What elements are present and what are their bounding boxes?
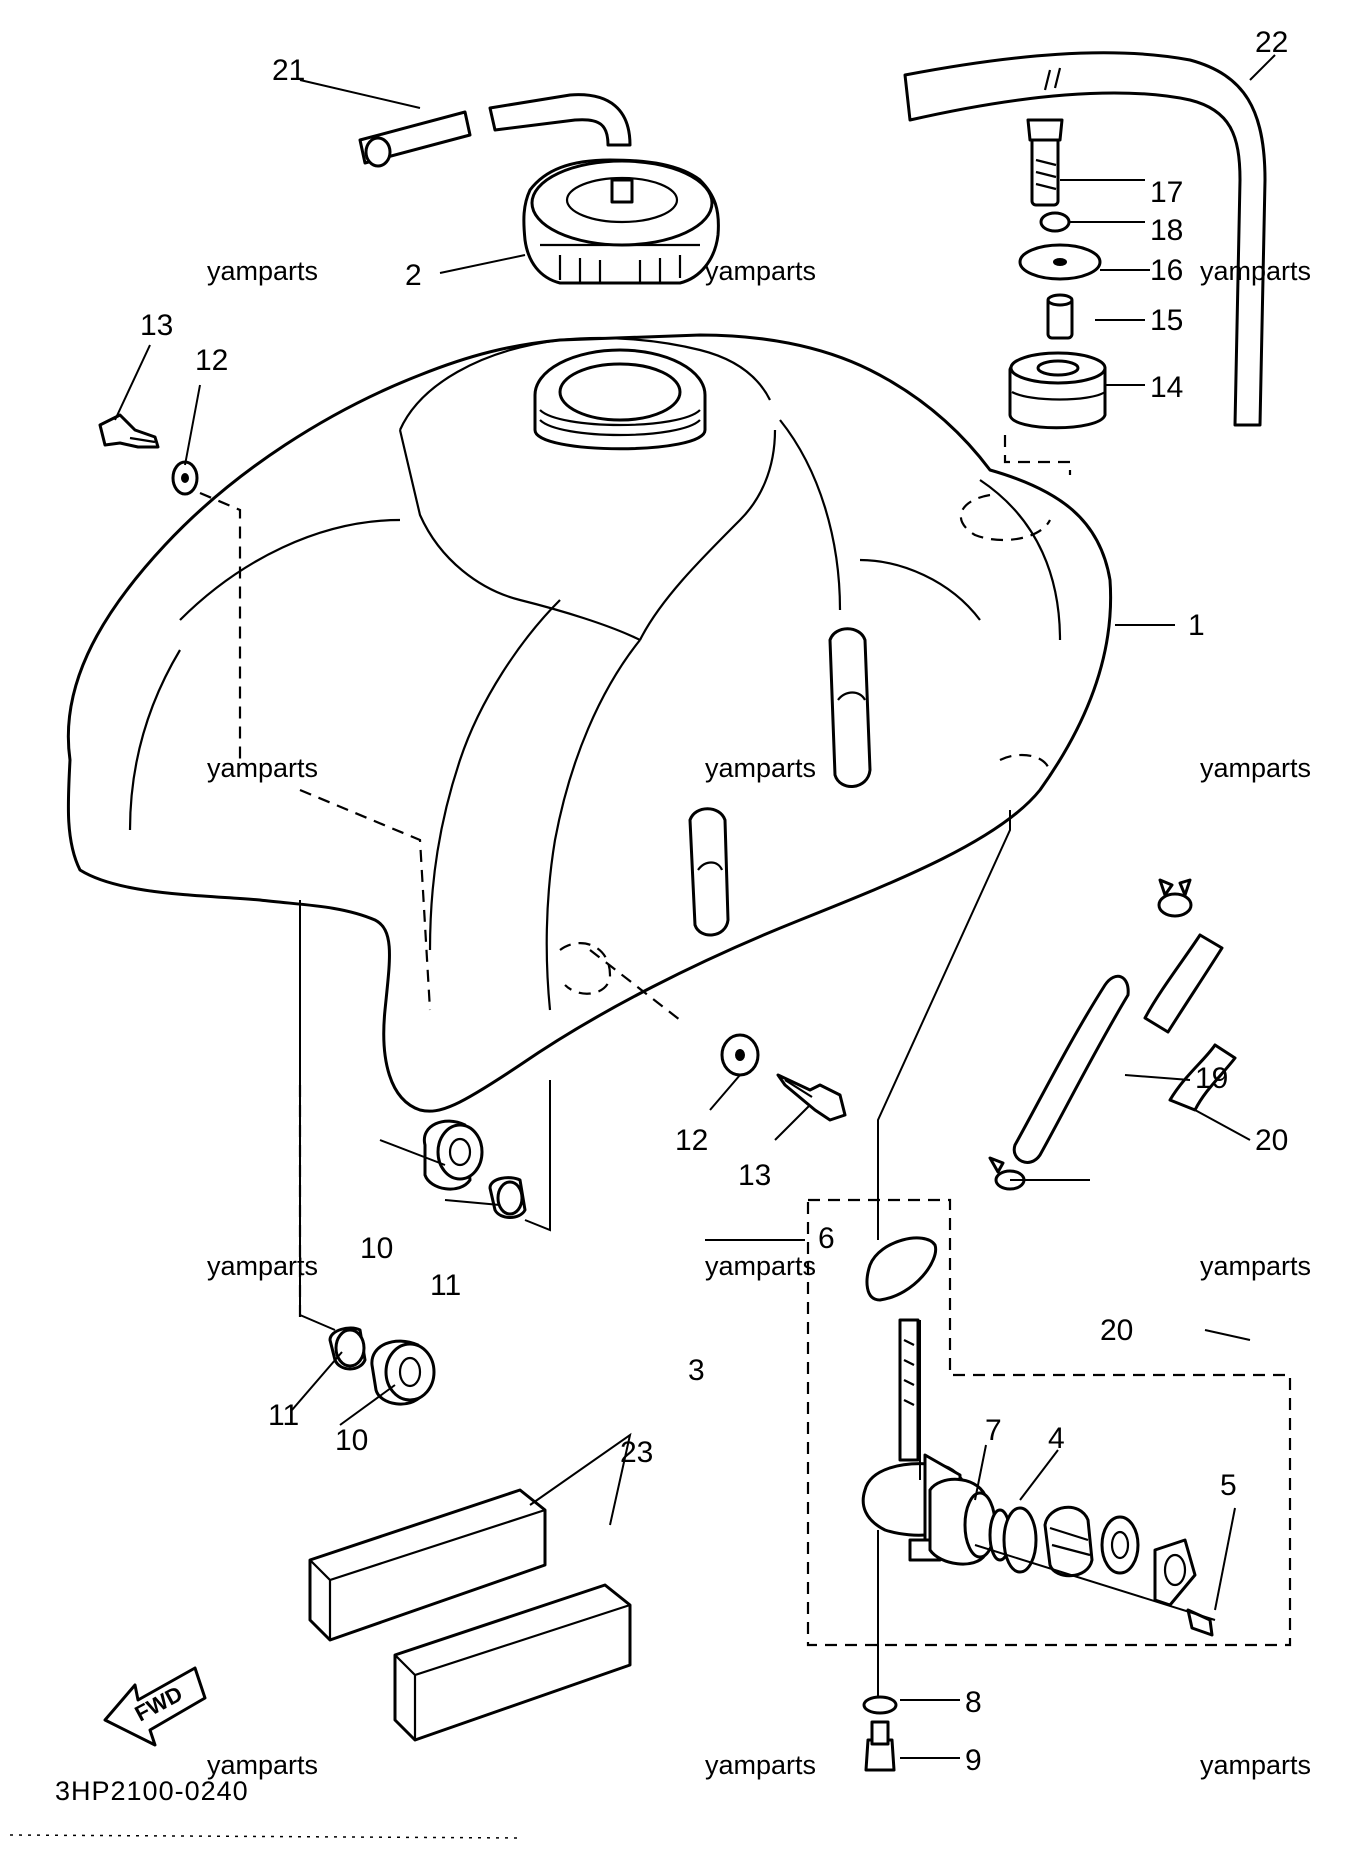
- callout-13a: 13: [140, 309, 173, 342]
- callout-labels: 1 2 3 4 5 6 7 8 9 10 10 11 11 12 12 13 1…: [140, 26, 1288, 1777]
- watermark: yamparts: [207, 753, 318, 783]
- callout-4: 4: [1048, 1422, 1065, 1455]
- callout-1: 1: [1188, 609, 1205, 642]
- screw-set-lower: [589, 949, 847, 1122]
- callout-17: 17: [1150, 176, 1183, 209]
- watermark: yamparts: [207, 1750, 318, 1780]
- watermark: yamparts: [705, 753, 816, 783]
- watermark: yamparts: [207, 1251, 318, 1281]
- tank-band: [903, 51, 1267, 427]
- callout-20a: 20: [1255, 1124, 1288, 1157]
- watermark: yamparts: [207, 256, 318, 286]
- callout-10b: 10: [335, 1424, 368, 1457]
- watermark: yamparts: [1200, 1750, 1311, 1780]
- callout-5: 5: [1220, 1469, 1237, 1502]
- callout-12b: 12: [675, 1124, 708, 1157]
- callout-16: 16: [1150, 254, 1183, 287]
- watermarks: yamparts yamparts yamparts yamparts yamp…: [207, 256, 1311, 1780]
- callout-9: 9: [965, 1744, 982, 1777]
- callout-3: 3: [688, 1354, 705, 1387]
- callout-15: 15: [1150, 304, 1183, 337]
- callout-14: 14: [1150, 371, 1183, 404]
- mount-hardware: [1003, 118, 1107, 475]
- watermark: yamparts: [705, 256, 816, 286]
- damper-set-lower: [298, 900, 436, 1406]
- callout-7: 7: [985, 1414, 1002, 1447]
- callout-19: 19: [1195, 1062, 1228, 1095]
- drawing-code: 3HP2100-0240: [55, 1776, 249, 1806]
- watermark: yamparts: [705, 1251, 816, 1281]
- callout-23: 23: [620, 1436, 653, 1469]
- watermark: yamparts: [1200, 1251, 1311, 1281]
- callout-22: 22: [1255, 26, 1288, 59]
- callout-13b: 13: [738, 1159, 771, 1192]
- watermark: yamparts: [1200, 256, 1311, 286]
- breather-hose: [358, 93, 632, 168]
- damper-set-upper: [422, 1080, 551, 1232]
- callout-21: 21: [272, 54, 305, 87]
- callout-8: 8: [965, 1686, 982, 1719]
- leader-lines: [114, 54, 1276, 1759]
- filler-cap: [522, 158, 720, 285]
- scan-artifact-line: [9, 1834, 521, 1839]
- callout-10a: 10: [360, 1232, 393, 1265]
- callout-20b: 20: [1100, 1314, 1133, 1347]
- fwd-arrow-icon: FWD: [103, 1666, 207, 1747]
- fuel-tank: [66, 333, 1113, 1113]
- watermark: yamparts: [1200, 753, 1311, 783]
- callout-11b: 11: [268, 1399, 299, 1432]
- fuel-hose: [988, 878, 1237, 1191]
- callout-2: 2: [405, 259, 422, 292]
- fuel-cock-assembly: [806, 810, 1292, 1772]
- callout-6: 6: [818, 1222, 835, 1255]
- callout-18: 18: [1150, 214, 1183, 247]
- foam-pads: [308, 1432, 632, 1742]
- watermark: yamparts: [705, 1750, 816, 1780]
- callout-11a: 11: [430, 1269, 461, 1302]
- callout-12a: 12: [195, 344, 228, 377]
